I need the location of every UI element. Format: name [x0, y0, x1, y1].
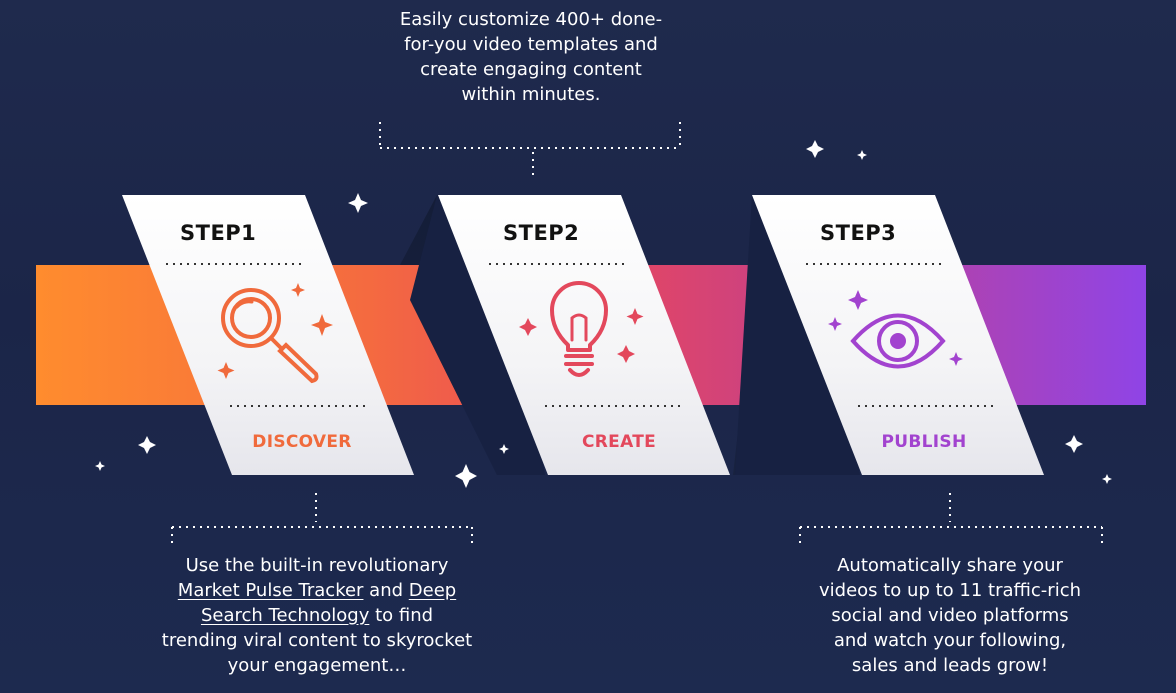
- market-pulse-tracker-link[interactable]: Market Pulse Tracker: [177, 580, 364, 601]
- discover-sparkles: [217, 283, 333, 379]
- discover-description-line: your engagement…: [227, 655, 407, 676]
- sparkle-icon: [857, 150, 867, 160]
- sparkle-icons: [95, 140, 1112, 488]
- lightbulb-icon: [550, 281, 608, 377]
- publish-description-line: sales and leads grow!: [851, 655, 1049, 676]
- publish-sparkles: [828, 290, 963, 366]
- sparkle-icon: [1102, 474, 1112, 484]
- deep-search-technology-link[interactable]: Search Technology: [200, 605, 370, 626]
- step3-label-publish: PUBLISH: [881, 432, 967, 452]
- step1-label-discover: DISCOVER: [252, 432, 352, 452]
- step3-title: STEP3: [820, 221, 897, 245]
- publish-description: Automatically share your videos to up to…: [798, 553, 1102, 678]
- top-connector: [379, 122, 681, 176]
- create-description: Easily customize 400+ done- for-you vide…: [376, 7, 686, 107]
- step2-title: STEP2: [503, 221, 580, 245]
- discover-description-line: Search Technology to find: [142, 603, 492, 628]
- create-description-line: create engaging content: [420, 59, 642, 80]
- create-description-line: for-you video templates and: [404, 34, 658, 55]
- step2-label-create: CREATE: [581, 432, 657, 452]
- discover-description: Use the built-in revolutionary Market Pu…: [142, 553, 492, 678]
- create-description-line: Easily customize 400+ done-: [399, 9, 663, 30]
- publish-description-line: social and video platforms: [831, 605, 1069, 626]
- sparkle-icon: [1065, 435, 1083, 453]
- fold-1-overlay: [410, 195, 545, 475]
- create-description-line: within minutes.: [461, 84, 601, 105]
- sparkle-icon: [348, 193, 368, 213]
- sparkle-icon: [95, 461, 105, 471]
- publish-description-line: videos to up to 11 traffic-rich: [818, 580, 1082, 601]
- sparkle-icon: [138, 436, 156, 454]
- sparkle-icon: [455, 464, 477, 488]
- sparkle-icon: [499, 444, 509, 454]
- publish-description-line: and watch your following,: [833, 630, 1067, 651]
- discover-description-text: to find: [369, 605, 434, 626]
- sparkle-icon: [806, 140, 824, 158]
- bottom-left-connector: [171, 493, 473, 547]
- eye-icon: [850, 313, 946, 369]
- create-sparkles: [519, 308, 644, 363]
- publish-description-line: Automatically share your: [837, 555, 1063, 576]
- discover-description-line: Use the built-in revolutionary: [185, 555, 449, 576]
- bottom-right-connector: [799, 493, 1103, 547]
- deep-search-technology-link[interactable]: Deep: [408, 580, 457, 601]
- discover-description-line: Market Pulse Tracker and Deep: [142, 578, 492, 603]
- discover-description-text: and: [363, 580, 409, 601]
- fold-2-overlay: [735, 195, 860, 475]
- step1-title: STEP1: [180, 221, 257, 245]
- discover-description-line: trending viral content to skyrocket: [161, 630, 473, 651]
- magnifier-icon: [221, 288, 319, 384]
